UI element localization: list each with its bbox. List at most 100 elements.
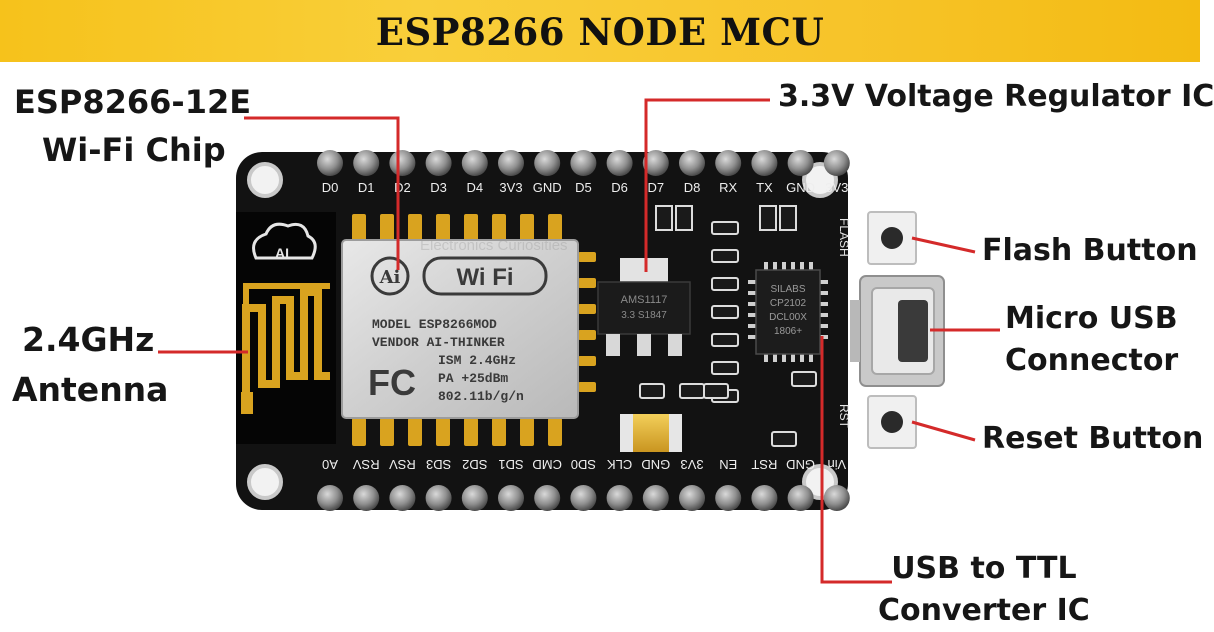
top-header-pins	[317, 150, 850, 176]
ai-logo-text: AI	[275, 245, 289, 261]
antenna-callout-line: 2.4GHz	[22, 320, 155, 359]
header-pin	[570, 150, 597, 176]
smd-resistor	[711, 333, 739, 347]
header-pin	[317, 150, 343, 176]
cp2102-text: CP2102	[770, 298, 807, 309]
header-pin	[642, 150, 669, 176]
micro-usb-connector	[850, 275, 945, 387]
module-pad	[464, 418, 478, 446]
pin-label: RST	[751, 457, 777, 472]
usb-callout-line: Connector	[1005, 343, 1179, 378]
header-pin	[461, 485, 488, 511]
module-pad	[380, 418, 394, 446]
module-pad	[436, 418, 450, 446]
module-text-line: ISM 2.4GHz	[438, 353, 516, 368]
pin-label: GND	[533, 180, 562, 195]
flash-callout: Flash Button	[982, 233, 1198, 268]
module-pad	[492, 214, 506, 242]
header-pin	[353, 485, 380, 511]
smd-component	[791, 371, 817, 387]
usb-ttl-leader	[820, 336, 892, 584]
header-pin	[715, 150, 742, 176]
pcb-antenna-trace	[241, 283, 330, 414]
header-pin	[498, 150, 524, 176]
module-text-line: VENDOR AI-THINKER	[372, 335, 505, 350]
header-pin	[534, 150, 561, 176]
header-pin	[751, 150, 778, 176]
smd-resistor	[711, 249, 739, 263]
module-pad	[578, 278, 596, 288]
module-pad	[408, 214, 422, 242]
cp2102-text: DCL00X	[769, 312, 807, 323]
antenna-callout: 2.4GHz Antenna	[12, 315, 168, 415]
header-pin	[823, 485, 850, 511]
cp2102-text: 1806+	[774, 326, 802, 337]
header-pin	[570, 485, 597, 511]
cp2102-text: SILABS	[770, 284, 805, 295]
usb-ttl-callout-line: Converter IC	[878, 593, 1090, 628]
pin-label: SD1	[498, 457, 523, 472]
chip-callout: ESP8266-12E Wi-Fi Chip	[10, 78, 251, 174]
smd-component	[771, 431, 797, 447]
ai-cloud-logo: AI	[252, 222, 317, 261]
module-pad	[520, 418, 534, 446]
smd-component	[679, 383, 705, 399]
header-pin	[606, 150, 633, 176]
header-pin	[317, 485, 343, 511]
pin-label: RX	[719, 180, 737, 195]
pin-label: SD0	[571, 457, 596, 472]
module-pad	[492, 418, 506, 446]
smd-resistor	[711, 221, 739, 235]
pin-label: GND	[786, 457, 815, 472]
module-text-line: MODEL ESP8266MOD	[372, 317, 497, 332]
header-pin	[425, 485, 452, 511]
header-pin	[787, 485, 814, 511]
mounting-hole	[247, 464, 283, 500]
diagram-title: ESP8266 NODE MCU	[375, 10, 825, 54]
voltage-regulator-ic: AMS1117 3.3 S1847	[597, 258, 691, 356]
regulator-text: 3.3 S1847	[621, 310, 667, 321]
smd-component	[639, 383, 665, 399]
pin-label: CMD	[532, 457, 562, 472]
smd-component	[779, 205, 797, 231]
pin-label: D0	[322, 180, 339, 195]
pin-label: 3V3	[680, 457, 703, 472]
pin-label: D8	[684, 180, 701, 195]
smd-resistor	[711, 305, 739, 319]
regulator-leader	[644, 98, 770, 272]
smd-component	[703, 383, 729, 399]
pin-label: D4	[466, 180, 483, 195]
header-pin	[425, 150, 452, 176]
module-pad	[578, 382, 596, 392]
mounting-holes	[247, 162, 838, 500]
module-pad	[548, 214, 562, 242]
pin-label: D3	[430, 180, 447, 195]
module-pad	[352, 214, 366, 242]
leader-lines	[158, 98, 1000, 584]
pin-label: GND	[786, 180, 815, 195]
usb-callout-line: Micro USB	[1005, 301, 1178, 336]
module-pad	[436, 214, 450, 242]
flash-silkscreen: FLASH	[837, 218, 851, 257]
reset-leader	[911, 420, 976, 442]
module-ai-logo: Ai	[379, 267, 401, 288]
header-pin	[461, 150, 488, 176]
header-pin	[389, 485, 416, 511]
regulator-text: AMS1117	[621, 294, 668, 306]
header-pin	[606, 485, 633, 511]
reset-callout: Reset Button	[982, 421, 1204, 456]
pin-label: CLK	[607, 457, 633, 472]
header-pin	[679, 150, 705, 176]
module-pad	[464, 214, 478, 242]
module-pad	[578, 330, 596, 340]
module-fc-logo: FC	[368, 362, 416, 403]
mounting-hole	[247, 162, 283, 198]
pin-label: D7	[647, 180, 664, 195]
chip-callout-line: Wi-Fi Chip	[42, 131, 226, 169]
bottom-header-pins	[317, 485, 850, 511]
title-banner: ESP8266 NODE MCU	[0, 0, 1200, 62]
header-pin	[498, 485, 524, 511]
